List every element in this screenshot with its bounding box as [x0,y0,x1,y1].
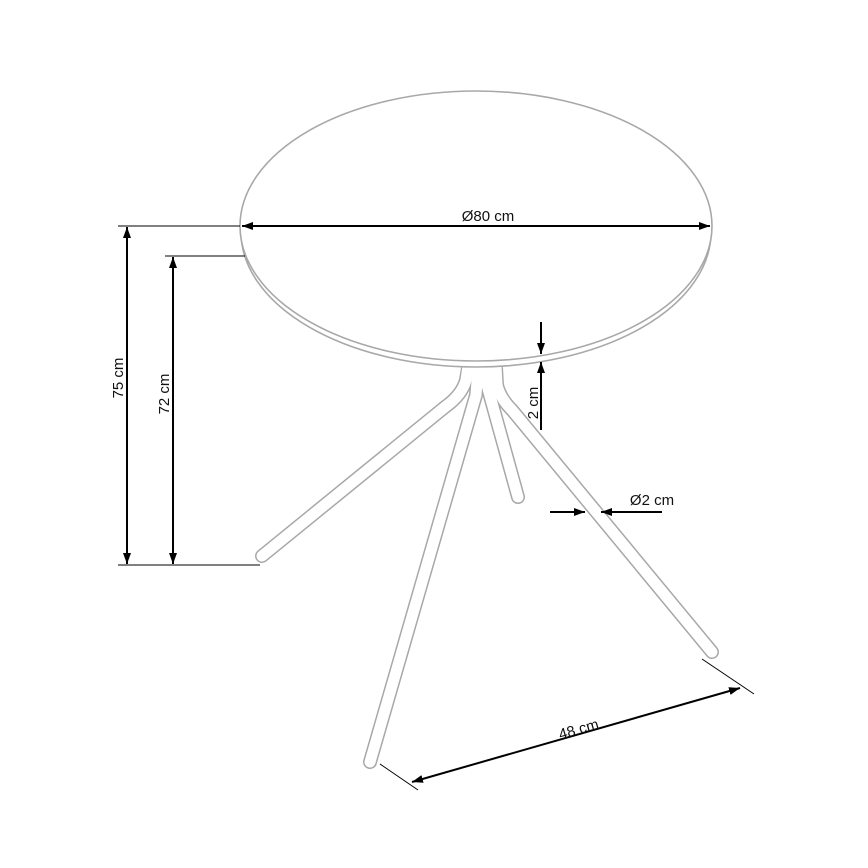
leg-diameter-label: Ø2 cm [630,492,674,509]
leg-span-label: 48 cm [557,716,601,744]
leg-span-arrow [411,687,741,783]
extension-lines [118,225,755,791]
dimension-arrows [123,222,741,783]
leg-height-label: 72 cm [156,374,173,415]
top-diameter-label: Ø80 cm [462,208,515,225]
top-thickness-label: 2 cm [525,387,542,420]
table-legs [255,360,719,769]
total-height-label: 75 cm [110,358,127,399]
table-top [239,90,713,368]
